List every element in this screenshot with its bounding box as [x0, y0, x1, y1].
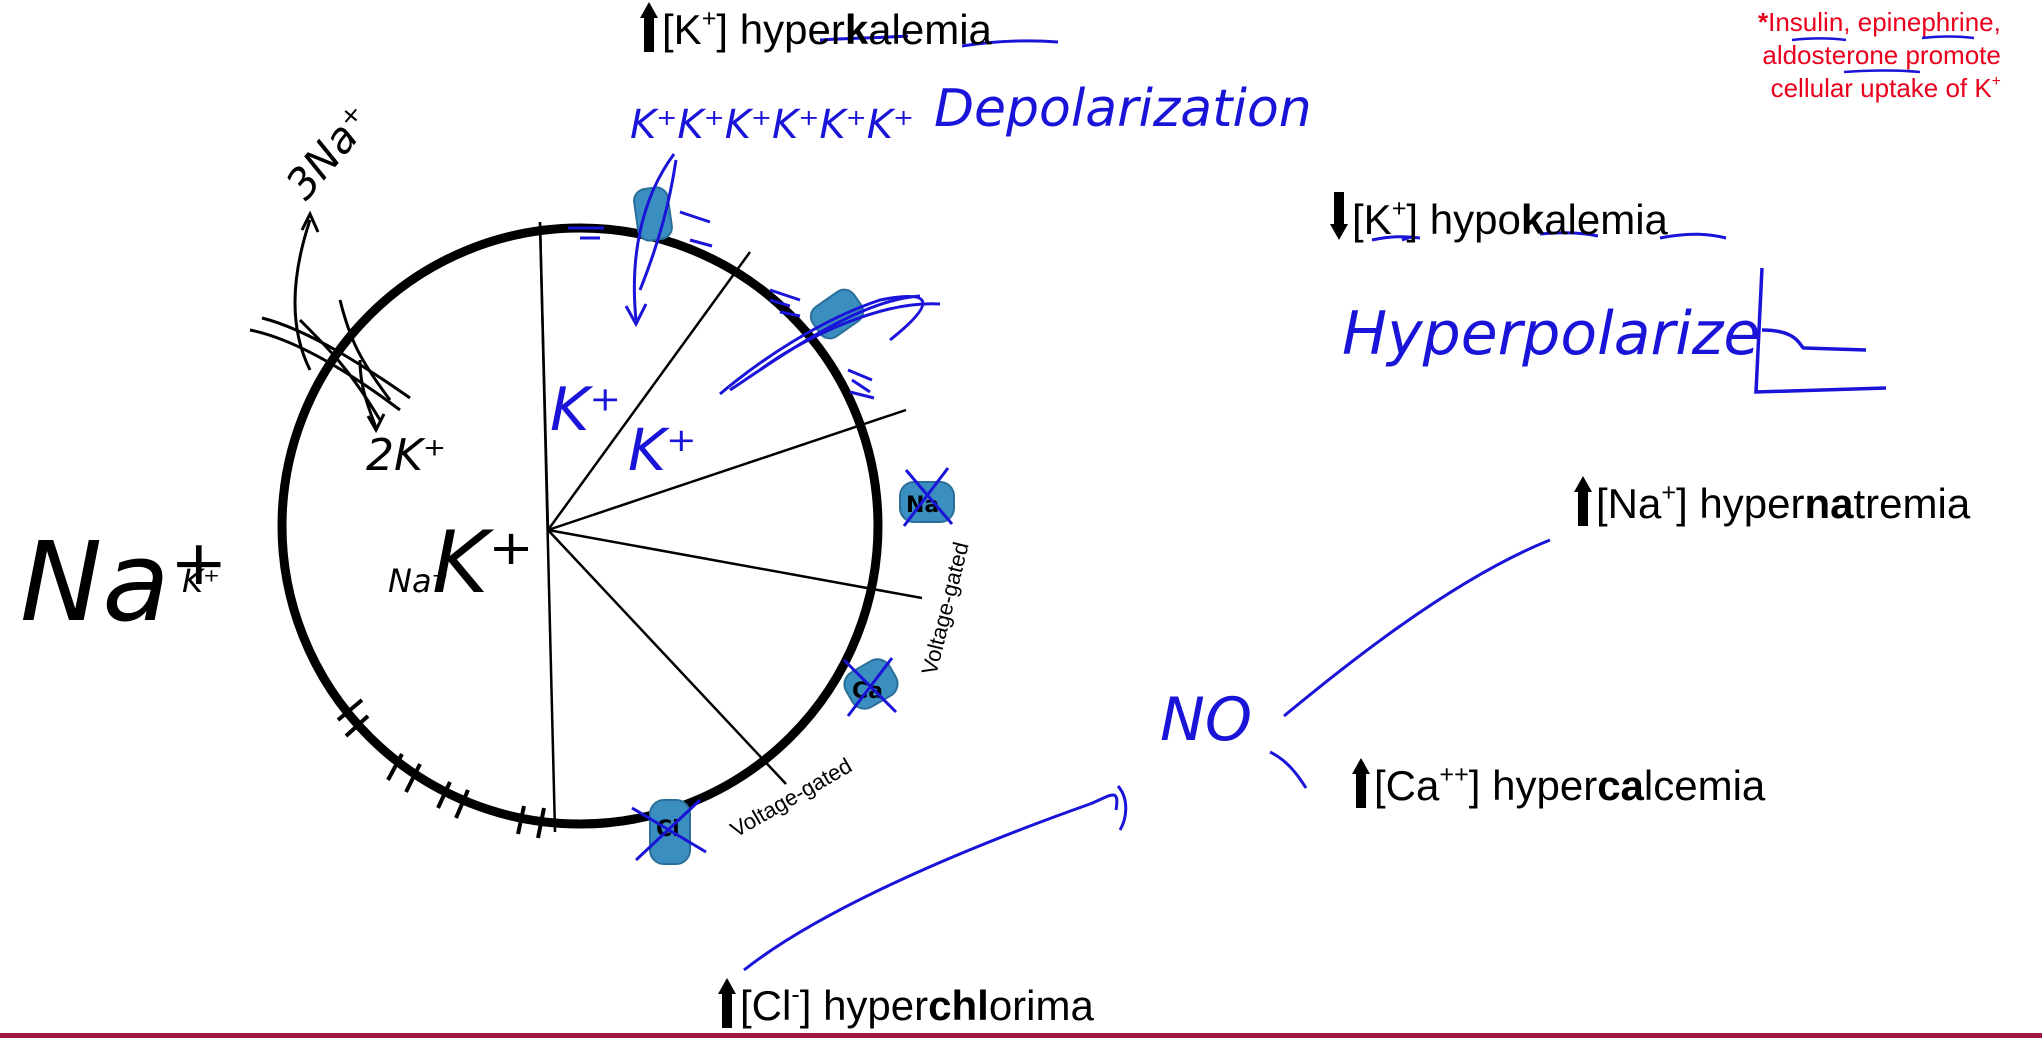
- increase-arrow-icon: [1352, 758, 1370, 808]
- channel-crosses: [631, 467, 954, 862]
- depolarization-text: Depolarization: [934, 79, 1312, 139]
- voltage-gated-label-2: Voltage-gated: [726, 753, 856, 843]
- note-line-2: aldosterone promote: [1762, 40, 2001, 70]
- outside-na-text: Na⁺: [20, 518, 228, 646]
- outside-k-text: K⁺: [182, 562, 220, 600]
- hypokalemia-label: [K+] hypokalemia: [1330, 192, 1668, 244]
- pump-out-text: 3Na⁺: [276, 96, 382, 209]
- hyperchlorima-label: [Cl-] hyperchlorima: [718, 978, 1094, 1030]
- note-line-3: cellular uptake of K+: [1770, 73, 2001, 103]
- sector-lines: [538, 221, 923, 833]
- slide-bottom-border: [0, 1033, 2042, 1038]
- decrease-arrow-icon: [1330, 192, 1348, 242]
- cell-membrane: [277, 223, 883, 829]
- increase-arrow-icon: [718, 978, 736, 1028]
- inside-k-text: K⁺: [432, 513, 534, 613]
- note-underlines: [1791, 35, 1975, 74]
- na-k-pump: [249, 210, 411, 434]
- hyperkalemia-label: [K+] hyperkalemia: [640, 2, 992, 54]
- hypernatremia-label: [Na+] hypernatremia: [1574, 476, 1970, 528]
- inside-na-text: Na⁺: [388, 562, 448, 600]
- kplus-2-text: K⁺: [628, 416, 697, 484]
- note-line-1: *Insulin, epinephrine,: [1758, 7, 2001, 37]
- hypercalcemia-label: [Ca++] hypercalcemia: [1352, 758, 1765, 810]
- no-text: NO: [1160, 685, 1252, 755]
- hypokalemia-underlines: [1371, 231, 1727, 242]
- hyperpolarize-text: Hyperpolarize: [1342, 299, 1760, 369]
- k-cluster-text: K⁺K⁺K⁺K⁺K⁺K⁺: [630, 102, 914, 148]
- kplus-1-text: K⁺: [550, 375, 621, 445]
- membrane-tick-marks: [336, 698, 546, 839]
- increase-arrow-icon: [1574, 476, 1592, 526]
- no-lines: [743, 538, 1551, 972]
- voltage-gated-label-1: Voltage-gated: [917, 539, 974, 677]
- hyperkalemia-underlines: [819, 34, 1059, 48]
- hyperpolarize-sketch: [1754, 267, 1887, 394]
- pump-in-text: 2K⁺: [366, 430, 446, 481]
- hormone-note: *Insulin, epinephrine, aldosterone promo…: [1758, 6, 2001, 105]
- increase-arrow-icon: [640, 2, 658, 52]
- k-efflux-arrows: [568, 153, 941, 400]
